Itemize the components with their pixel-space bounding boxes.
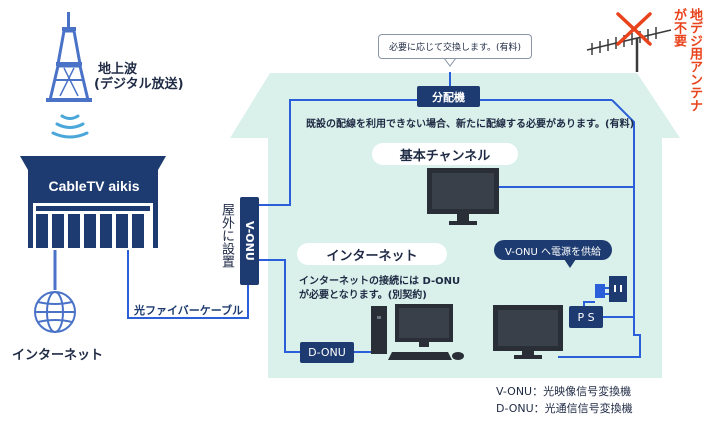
exchange-bubble-tail: [443, 57, 457, 67]
tv-tower-icon: [46, 12, 92, 102]
power-plug-icon: [595, 284, 609, 298]
exchange-note-bubble: 必要に応じて交換します。(有料): [378, 34, 532, 59]
globe-icon: [34, 291, 76, 333]
internet-section-label: インターネット: [297, 243, 447, 265]
ps-box: P S: [569, 306, 603, 328]
legend-donu: D-ONU：光通信信号変換機: [496, 402, 633, 415]
tv-basic-icon: [427, 168, 499, 225]
house-shape: [230, 73, 680, 378]
cross-icon: [616, 12, 652, 46]
legend-vonu: V-ONU：光映像信号変換機: [496, 385, 632, 398]
outdoor-install-label: 屋外に設置: [219, 203, 234, 268]
house-wiring: [255, 72, 641, 358]
exchange-note: 必要に応じて交換します。(有料): [388, 43, 522, 53]
fiber-label: 光ファイバーケーブル: [134, 304, 244, 317]
building-icon: [20, 156, 166, 248]
internet-label-left: インターネット: [12, 348, 104, 363]
power-outlet-icon: [609, 276, 627, 302]
existing-wiring-note: 既設の配線を利用できない場合、新たに配線する必要があります。(有料): [306, 119, 635, 130]
pc-icon: [371, 304, 464, 360]
power-bubble: V-ONU へ電源を供給: [494, 240, 612, 260]
tv-tower-label-2: (デジタル放送): [94, 77, 184, 92]
internet-note-2: が必要となります。(別契約): [299, 290, 427, 301]
splitter-box: 分配機: [417, 86, 480, 107]
company-name: CableTV aikis: [48, 178, 140, 194]
tv-tower-label-1: 地上波: [98, 62, 138, 77]
power-bubble-tail: [564, 259, 576, 268]
fiber-cable: [127, 250, 249, 319]
vonu-box-text: V-ONU: [243, 221, 256, 261]
antenna-note: 地デジ用アンテナが不要: [671, 8, 702, 112]
basic-channel-label: 基本チャンネル: [372, 143, 518, 165]
antenna-icon: [586, 27, 672, 72]
tv-right-icon: [493, 305, 563, 359]
donu-box: D-ONU: [300, 342, 354, 363]
signal-waves-icon: [51, 114, 89, 139]
vonu-box: V-ONU: [240, 197, 259, 285]
internet-note-1: インターネットの接続には D-ONU: [299, 276, 461, 287]
